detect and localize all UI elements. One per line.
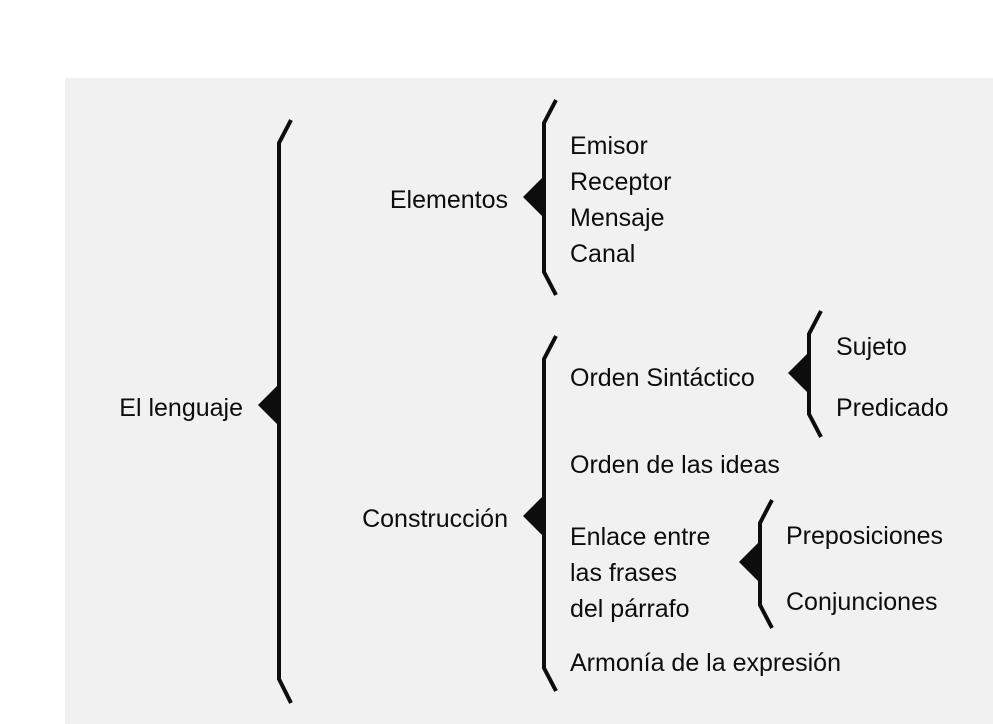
arrow-construccion	[523, 495, 544, 537]
arrow-enlace	[739, 541, 760, 583]
leaf-emisor: Emisor	[570, 132, 648, 160]
diagram-panel	[65, 78, 993, 724]
root-label: El lenguaje	[119, 394, 243, 422]
leaf-conjunciones: Conjunciones	[786, 588, 938, 616]
arrow-elementos	[523, 176, 544, 218]
node-construccion: Construcción	[362, 505, 508, 533]
brace-enlace	[758, 499, 774, 629]
leaf-mensaje: Mensaje	[570, 204, 665, 232]
leaf-canal: Canal	[570, 240, 636, 268]
brace-construccion	[542, 335, 558, 692]
leaf-armonia-de-la-expresion: Armonía de la expresión	[570, 649, 841, 677]
brace-orden-sintactico	[807, 310, 823, 438]
node-orden-sintactico: Orden Sintáctico	[570, 364, 755, 392]
leaf-sujeto: Sujeto	[836, 333, 907, 361]
leaf-receptor: Receptor	[570, 168, 672, 196]
leaf-orden-de-las-ideas: Orden de las ideas	[570, 451, 780, 479]
leaf-preposiciones: Preposiciones	[786, 522, 944, 550]
brace-elementos	[542, 99, 558, 296]
arrow-root	[258, 384, 279, 426]
leaf-predicado: Predicado	[836, 394, 949, 422]
arrow-orden-sintactico	[788, 352, 809, 394]
node-enlace-entre-las-frases: Enlace entre las frases del párrafo	[570, 523, 711, 623]
node-elementos: Elementos	[389, 186, 508, 214]
